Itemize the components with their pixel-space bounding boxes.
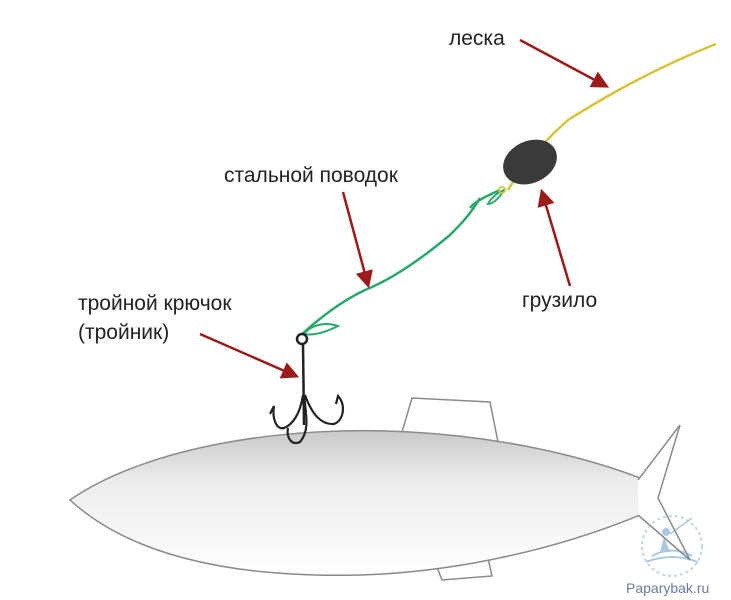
watermark-text: Paparybak.ru: [626, 580, 710, 596]
treble-hook-label-line2: (тройник): [78, 321, 170, 344]
steel-leader-label: стальной поводок: [224, 164, 398, 187]
arrow-sinker: [537, 188, 572, 287]
fish-tail: [637, 424, 691, 561]
treble-hook-icon: [269, 332, 344, 445]
leader-top-loop: [469, 186, 507, 209]
arrow-leader: [341, 191, 373, 289]
arrow-hook: [199, 332, 300, 379]
fishing-line-label: леска: [449, 27, 505, 50]
sinker-icon: [503, 139, 557, 185]
dorsal-fin: [401, 397, 499, 443]
fish-body: [68, 429, 641, 577]
fisherman-logo-icon: [641, 515, 703, 577]
leader-bottom-loop: [302, 323, 341, 336]
steel-leader: [301, 197, 482, 335]
fish-icon: [68, 397, 691, 581]
sinker-label: грузило: [522, 289, 598, 312]
treble-hook-label-line1: тройной крючок: [78, 292, 232, 315]
arrow-line: [519, 38, 610, 88]
